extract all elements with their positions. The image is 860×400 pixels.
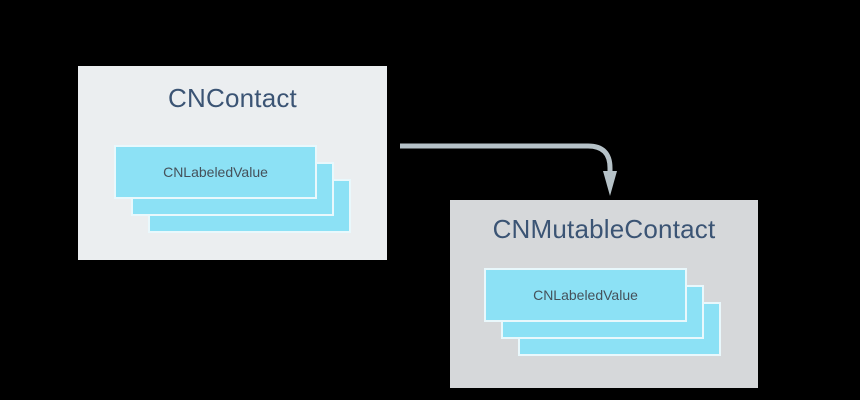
- panel-title-cnmutablecontact: CNMutableContact: [492, 214, 716, 244]
- labeled-value-card-front: CNLabeledValue: [114, 145, 317, 199]
- labeled-value-card-label: CNLabeledValue: [533, 287, 638, 303]
- panel-cnmutablecontact: CNMutableContact CNLabeledValue: [450, 200, 758, 388]
- arrow-contact-to-mutable-contact-icon: [400, 143, 617, 196]
- card-stack-cnmutablecontact: CNLabeledValue: [484, 268, 721, 356]
- labeled-value-card-front: CNLabeledValue: [484, 268, 687, 322]
- panel-cncontact: CNContact CNLabeledValue: [78, 66, 387, 260]
- panel-title-cncontact: CNContact: [168, 83, 297, 113]
- card-stack-cncontact: CNLabeledValue: [114, 145, 351, 233]
- labeled-value-card-label: CNLabeledValue: [163, 164, 268, 180]
